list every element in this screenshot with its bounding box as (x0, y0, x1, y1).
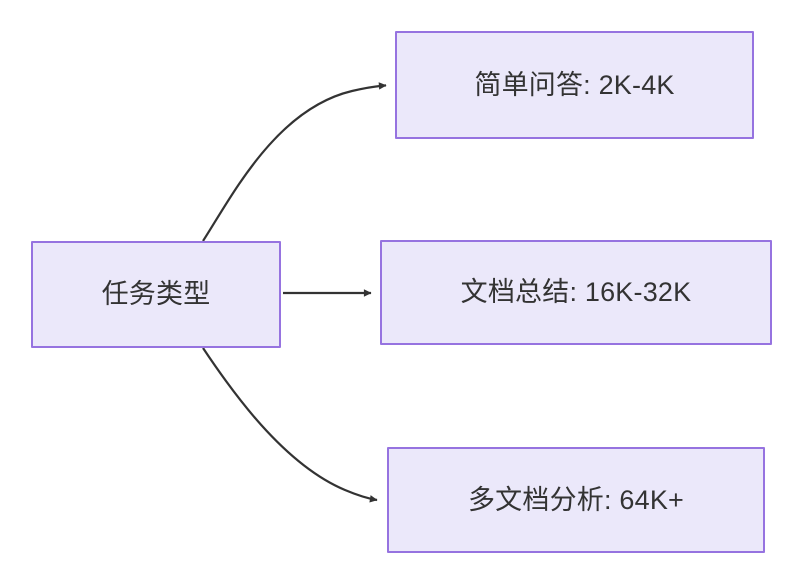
node-label-multi-doc: 多文档分析: 64K+ (467, 484, 684, 515)
node-task-type-root[interactable]: 任务类型 (31, 241, 281, 348)
edge-root-to-simple-qa (202, 82, 387, 242)
edge-root-to-multi-doc (202, 347, 378, 503)
node-multi-doc[interactable]: 多文档分析: 64K+ (387, 447, 765, 553)
node-simple-qa[interactable]: 简单问答: 2K-4K (395, 31, 754, 139)
node-label-doc-summary: 文档总结: 16K-32K (460, 277, 692, 308)
node-label-root: 任务类型 (101, 279, 211, 310)
node-doc-summary[interactable]: 文档总结: 16K-32K (380, 240, 772, 345)
node-label-simple-qa: 简单问答: 2K-4K (474, 69, 675, 100)
